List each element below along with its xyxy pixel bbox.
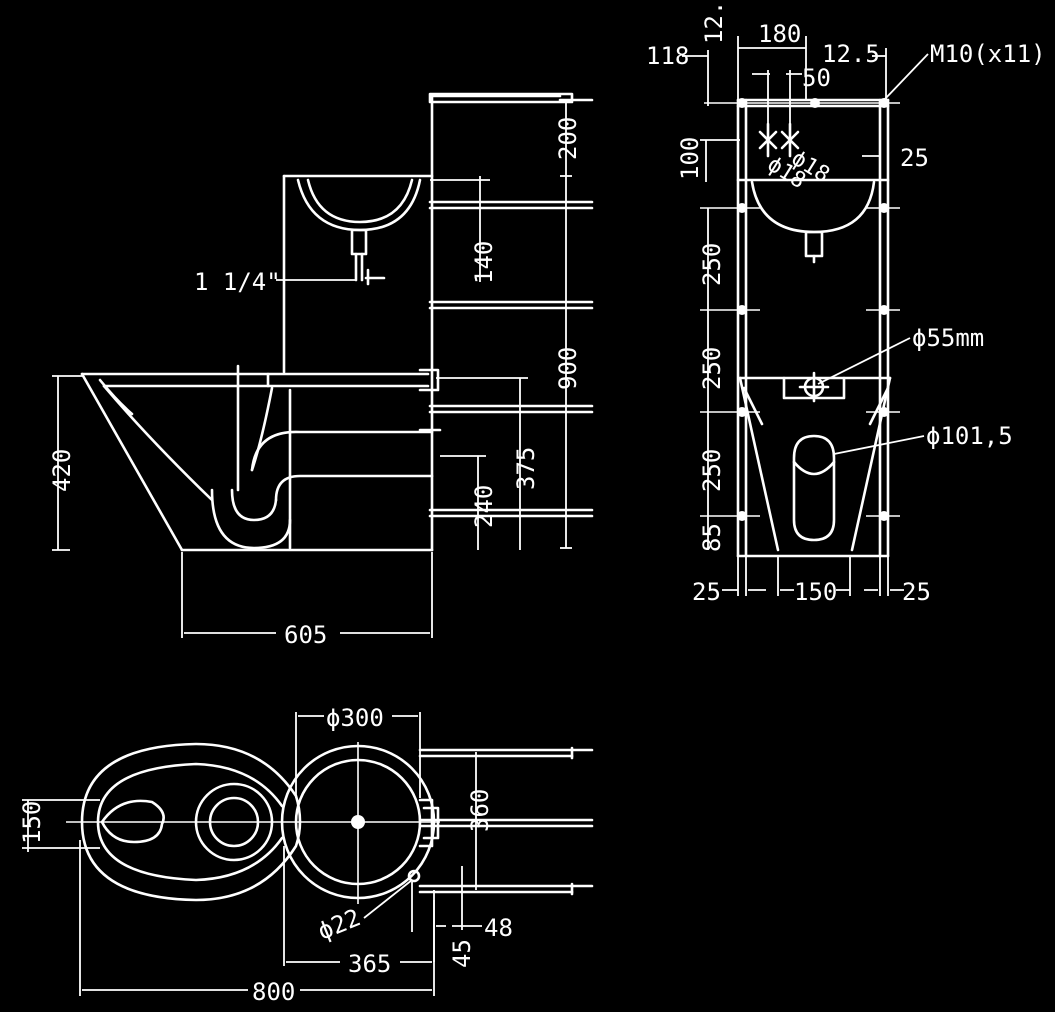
dim-360: 360 — [466, 789, 494, 832]
dim-150: 150 — [794, 578, 837, 606]
dim-25-right: 25 — [900, 144, 929, 172]
side-view: 200 900 140 375 240 420 605 — [48, 92, 594, 649]
wall-frame — [180, 94, 562, 552]
pan-body-section — [80, 364, 442, 552]
dim-phi55: ϕ55mm — [912, 324, 984, 352]
dim-phi300: ϕ300 — [326, 704, 384, 732]
plan-view: ϕ300 150 360 ϕ22 48 45 365 — [18, 704, 594, 1006]
tap-holes — [758, 122, 800, 158]
front-panel — [736, 98, 890, 558]
dim-240: 240 — [470, 485, 498, 528]
dim-48: 48 — [484, 914, 513, 942]
dim-140: 140 — [470, 241, 498, 284]
dim-420: 420 — [48, 449, 76, 492]
dim-250-c: 250 — [698, 449, 726, 492]
dim-m10-x11: M10(x11) — [930, 40, 1046, 68]
dim-45: 45 — [448, 939, 476, 968]
dim-200: 200 — [554, 117, 582, 160]
dim-85: 85 — [698, 523, 726, 552]
dim-250-b: 250 — [698, 347, 726, 390]
front-basin — [750, 180, 876, 264]
dim-25-right-bottom: 25 — [902, 578, 931, 606]
plan-view-dimensions: ϕ300 150 360 ϕ22 48 45 365 — [18, 704, 513, 1006]
dim-180: 180 — [758, 20, 801, 48]
hand-basin-section — [296, 178, 422, 286]
fixing-points-m10 — [700, 98, 900, 521]
thread-size-label: 1 1/4" — [194, 268, 281, 296]
plan-center-lines — [66, 742, 440, 904]
dim-150-plan: 150 — [18, 801, 46, 844]
dim-800: 800 — [252, 978, 295, 1006]
dim-phi101-5: ϕ101,5 — [926, 422, 1013, 450]
pan-front — [738, 371, 892, 552]
dim-365: 365 — [348, 950, 391, 978]
dim-900: 900 — [554, 347, 582, 390]
dim-12-5: 12.5 — [822, 40, 880, 68]
plan-rails — [418, 746, 594, 896]
dim-50: 50 — [802, 64, 831, 92]
dim-250-a: 250 — [698, 243, 726, 286]
dim-375: 375 — [512, 447, 540, 490]
front-view: 180 118 12.5 12.5 50 M10(x11) 100 ϕ18 ϕ1… — [646, 0, 1046, 606]
dim-25-left-bottom: 25 — [692, 578, 721, 606]
dim-100: 100 — [676, 137, 704, 180]
dim-605: 605 — [284, 621, 327, 649]
front-view-dimensions: 180 118 12.5 12.5 50 M10(x11) 100 ϕ18 ϕ1… — [646, 0, 1046, 606]
side-view-dimensions: 200 900 140 375 240 420 605 — [48, 99, 582, 649]
dim-12-5-top: 12.5 — [700, 0, 728, 44]
